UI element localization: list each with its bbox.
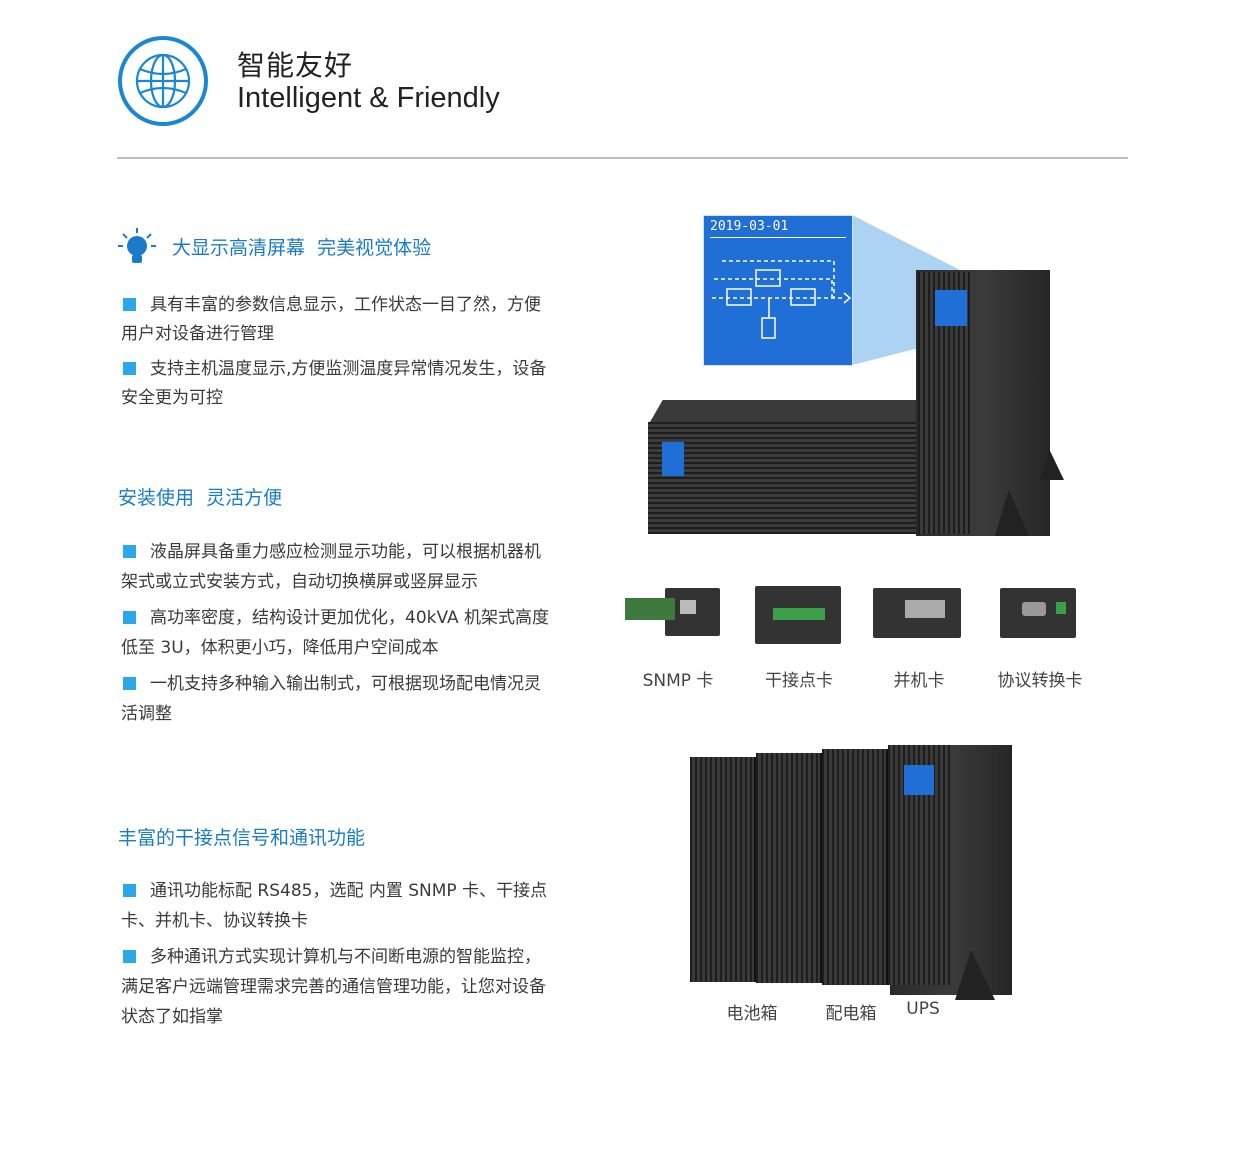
bullet-item: 具有丰富的参数信息显示，工作状态一目了然，方便用户对设备进行管理 — [121, 291, 551, 349]
cabinet-lineup-image — [690, 745, 1030, 1000]
bullet-text: 液晶屏具备重力感应检测显示功能，可以根据机器机架式或立式安装方式，自动切换横屏或… — [121, 542, 541, 592]
bullet-square-icon — [123, 884, 136, 897]
section-heading-display: 大显示高清屏幕 完美视觉体验 — [172, 237, 432, 259]
lightbulb-icon — [117, 226, 157, 266]
bullet-item: 高功率密度，结构设计更加优化，40kVA 机架式高度低至 3U，体积更小巧，降低… — [121, 603, 551, 663]
lcd-callout: 2019-03-01 — [703, 215, 853, 366]
bullet-text: 一机支持多种输入输出制式，可根据现场配电情况灵活调整 — [121, 674, 541, 724]
bullet-item: 多种通讯方式实现计算机与不间断电源的智能监控，满足客户远端管理需求完善的通信管理… — [121, 942, 551, 1032]
section-install-bullets: 液晶屏具备重力感应检测显示功能，可以根据机器机架式或立式安装方式，自动切换横屏或… — [121, 537, 551, 735]
lcd-rule — [710, 237, 846, 238]
bullet-square-icon — [123, 611, 136, 624]
bullet-text: 通讯功能标配 RS485，选配 内置 SNMP 卡、干接点卡、并机卡、协议转换卡 — [121, 881, 548, 931]
bullet-text: 多种通讯方式实现计算机与不间断电源的智能监控，满足客户远端管理需求完善的通信管理… — [121, 947, 546, 1027]
rack-ups-front — [648, 422, 916, 534]
ups-product-image: 2019-03-01 — [640, 210, 1070, 540]
bullet-item: 通讯功能标配 RS485，选配 内置 SNMP 卡、干接点卡、并机卡、协议转换卡 — [121, 876, 551, 936]
card-label-parallel: 并机卡 — [893, 671, 945, 691]
bullet-item: 支持主机温度显示,方便监测温度异常情况发生，设备安全更为可控 — [121, 355, 551, 413]
lcd-date: 2019-03-01 — [710, 219, 789, 234]
globe-icon — [117, 35, 209, 127]
tower-ups-lcd — [935, 290, 967, 326]
bullet-text: 支持主机温度显示,方便监测温度异常情况发生，设备安全更为可控 — [121, 359, 547, 408]
section-heading-comm: 丰富的干接点信号和通讯功能 — [118, 827, 366, 849]
bullet-text: 高功率密度，结构设计更加优化，40kVA 机架式高度低至 3U，体积更小巧，降低… — [121, 608, 550, 658]
section-heading-install: 安装使用 灵活方便 — [118, 487, 283, 509]
card-label-dry-contact: 干接点卡 — [765, 671, 833, 691]
page-title-cn: 智能友好 — [237, 49, 354, 82]
rack-ups-top — [650, 400, 933, 422]
bullet-item: 一机支持多种输入输出制式，可根据现场配电情况灵活调整 — [121, 669, 551, 729]
bullet-square-icon — [123, 298, 136, 311]
card-label-protocol: 协议转换卡 — [997, 671, 1083, 691]
cabinet-label-distribution: 配电箱 — [825, 1004, 877, 1024]
section-display-bullets: 具有丰富的参数信息显示，工作状态一目了然，方便用户对设备进行管理 支持主机温度显… — [121, 291, 551, 419]
bullet-square-icon — [123, 677, 136, 690]
cabinet-label-battery: 电池箱 — [726, 1004, 778, 1024]
ups-topology-diagram — [712, 260, 852, 339]
bullet-item: 液晶屏具备重力感应检测显示功能，可以根据机器机架式或立式安装方式，自动切换横屏或… — [121, 537, 551, 597]
protocol-card-image — [990, 588, 1076, 643]
bullet-square-icon — [123, 362, 136, 375]
page-title-en: Intelligent & Friendly — [237, 82, 500, 114]
divider — [117, 157, 1128, 159]
dry-contact-card-image — [755, 586, 841, 648]
rack-ups-lcd — [662, 442, 684, 476]
cabinet-label-ups: UPS — [906, 999, 940, 1019]
card-label-snmp: SNMP 卡 — [642, 671, 714, 691]
parallel-card-image — [873, 588, 961, 643]
bullet-square-icon — [123, 545, 136, 558]
bullet-text: 具有丰富的参数信息显示，工作状态一目了然，方便用户对设备进行管理 — [121, 295, 541, 344]
section-comm-bullets: 通讯功能标配 RS485，选配 内置 SNMP 卡、干接点卡、并机卡、协议转换卡… — [121, 876, 551, 1038]
snmp-card-image — [625, 588, 720, 643]
bullet-square-icon — [123, 950, 136, 963]
